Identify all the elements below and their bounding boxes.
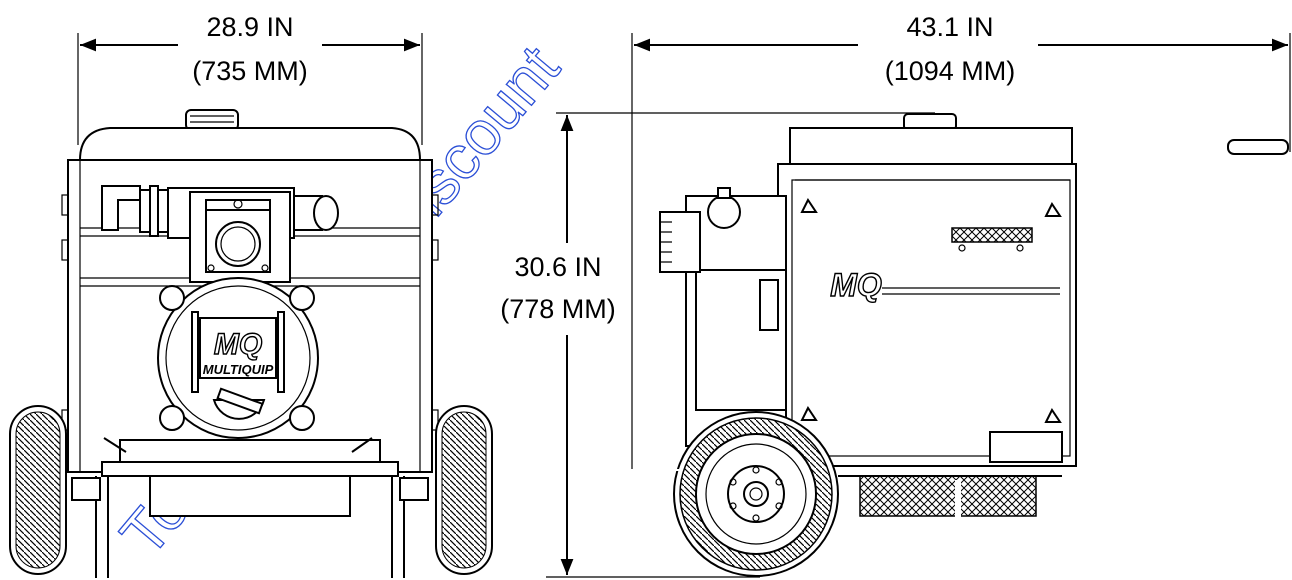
front-legs: [95, 476, 405, 578]
front-logo-plate: [199, 317, 277, 379]
front-view-drawing: MQ MULTIQUIP: [9, 109, 493, 578]
width-metric-label: (735 MM): [192, 56, 308, 86]
side-view-drawing: MQ: [631, 113, 1289, 577]
side-base-mesh: [859, 475, 1037, 517]
side-brand-logo: MQ: [830, 267, 882, 303]
side-wing-knobs: [800, 198, 1062, 423]
length-imperial-label: 43.1 IN: [906, 12, 993, 42]
side-vent-grille: [951, 227, 1033, 243]
height-dimension: 30.6 IN (778 MM): [500, 112, 935, 578]
side-engine-housing: [777, 163, 1077, 467]
side-handle-grip: [1227, 139, 1289, 155]
width-dimension: 28.9 IN (735 MM): [77, 12, 423, 145]
front-base-plate: [119, 439, 381, 463]
height-imperial-label: 30.6 IN: [514, 252, 601, 282]
front-skid-box: [149, 475, 351, 517]
height-metric-label: (778 MM): [500, 294, 616, 324]
front-fuel-tank: [78, 127, 422, 161]
front-brand-logo: MQ: [214, 328, 262, 361]
front-volute-knobs: [159, 285, 315, 431]
front-brand-name: MULTIQUIP: [203, 362, 274, 377]
front-elbow-left: [101, 185, 141, 231]
side-tank: [789, 127, 1073, 165]
length-metric-label: (1094 MM): [885, 56, 1016, 86]
side-label-plate: [989, 431, 1063, 463]
length-dimension: 43.1 IN (1094 MM): [631, 12, 1291, 480]
width-imperial-label: 28.9 IN: [206, 12, 293, 42]
